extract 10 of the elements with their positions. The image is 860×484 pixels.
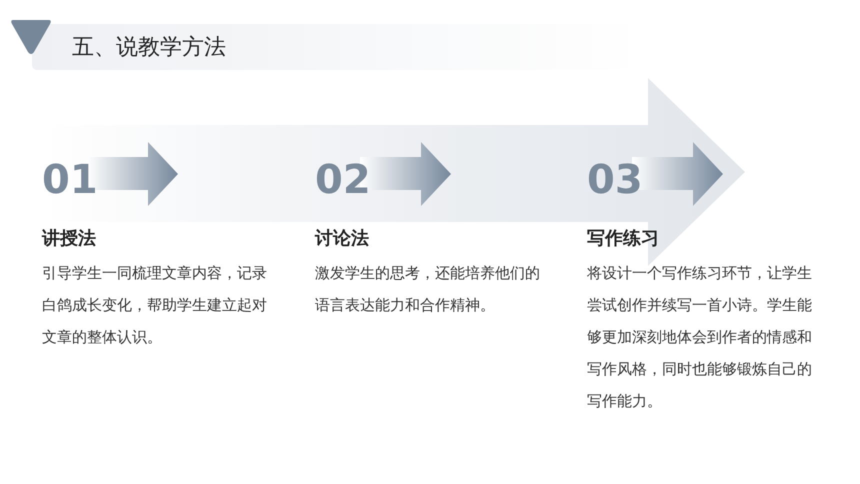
method-description: 激发学生的思考，还能培养他们的语言表达能力和合作精神。	[315, 263, 541, 316]
method-description: 将设计一个写作练习环节，让学生尝试创作并续写一首小诗。学生能够更加深刻地体会到作者的情感和写作风格，同时也能够锻炼自己的写作能力。	[587, 263, 813, 412]
method-heading: 讨论法	[315, 228, 369, 250]
step-number: 01	[42, 160, 98, 200]
title: 五、说教学方法	[72, 37, 226, 59]
step-number: 03	[587, 160, 643, 200]
method-description: 引导学生一同梳理文章内容，记录白鸽成长变化，帮助学生建立起对文章的整体认识。	[42, 263, 268, 348]
method-heading: 讲授法	[42, 228, 96, 250]
method-heading: 写作练习	[587, 228, 659, 250]
step-number: 02	[315, 160, 371, 200]
